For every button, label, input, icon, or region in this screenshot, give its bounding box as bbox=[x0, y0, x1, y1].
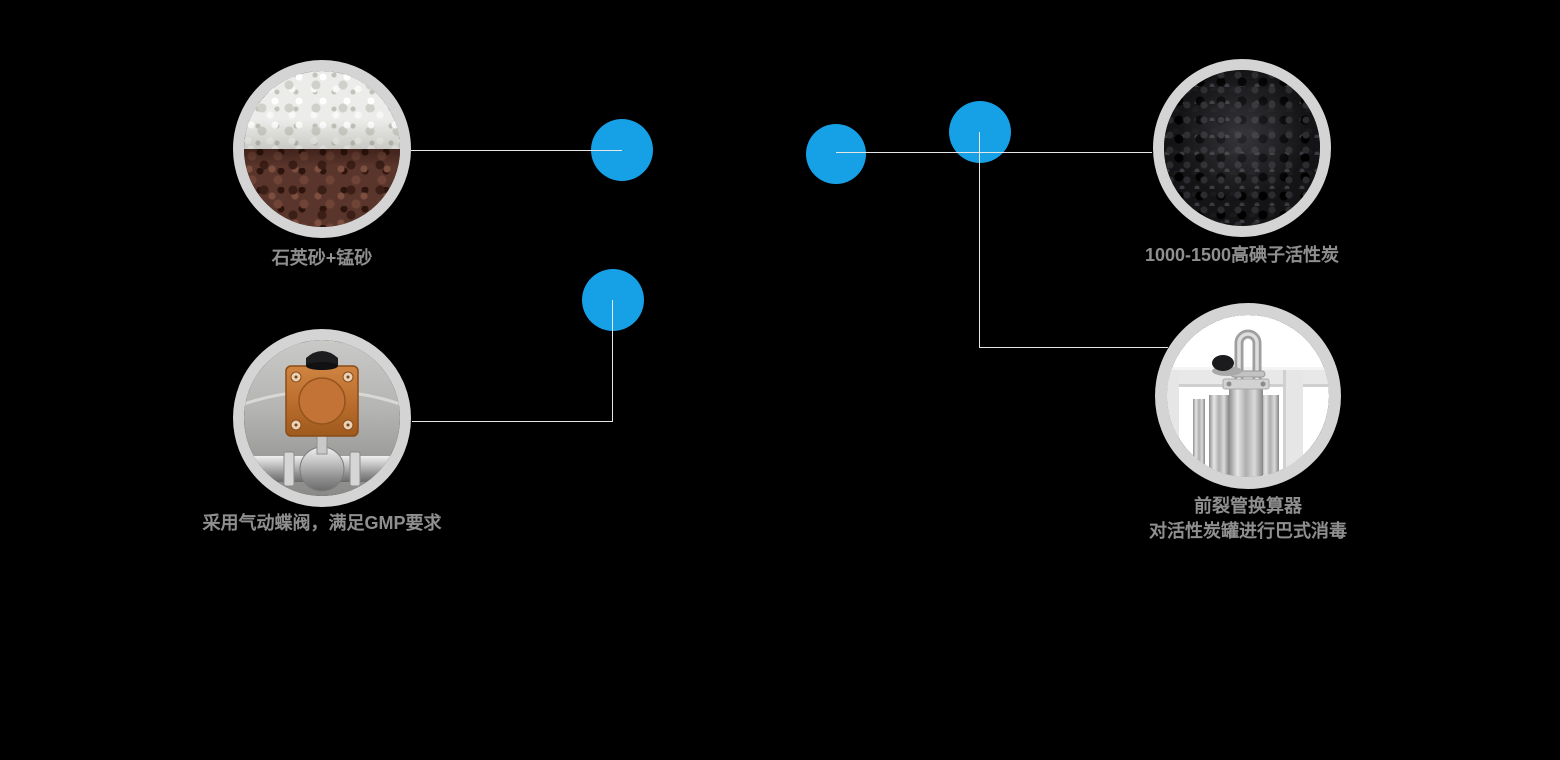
connector-valve-hotspot-vertical bbox=[612, 300, 613, 422]
heat-exchanger-caption: 前裂管换算器 对活性炭罐进行巴式消毒 bbox=[1088, 494, 1408, 544]
heat-exchanger-caption-line1: 前裂管换算器 bbox=[1194, 496, 1302, 516]
pneumatic-valve-illustration bbox=[244, 340, 400, 496]
heat-exchanger-photo bbox=[1167, 315, 1329, 477]
activated-carbon-photo bbox=[1164, 70, 1320, 226]
quartz-sand-half bbox=[244, 71, 400, 149]
valve-photo-circle bbox=[233, 329, 411, 507]
heat-exchanger-photo-circle bbox=[1155, 303, 1341, 489]
sand-photo-circle bbox=[233, 60, 411, 238]
carbon-photo-circle bbox=[1153, 59, 1331, 237]
heat-exchanger-illustration bbox=[1167, 315, 1329, 477]
hotspot-valve[interactable] bbox=[582, 269, 644, 331]
connector-carbon-to-hotspot bbox=[836, 152, 1152, 153]
connector-valve-hotspot-horizontal bbox=[412, 421, 613, 422]
valve-caption: 采用气动蝶阀，满足GMP要求 bbox=[202, 513, 442, 533]
carbon-caption: 1000-1500高碘子活性炭 bbox=[1144, 245, 1340, 265]
quartz-manganese-sand-photo bbox=[244, 71, 400, 227]
sand-caption: 石英砂+锰砂 bbox=[271, 248, 373, 268]
manganese-sand-half bbox=[244, 149, 400, 227]
connector-hx-hotspot-horizontal bbox=[980, 347, 1168, 348]
connector-sand-to-hotspot bbox=[411, 150, 622, 151]
heat-exchanger-caption-line2: 对活性炭罐进行巴式消毒 bbox=[1149, 521, 1347, 541]
connector-hx-hotspot-vertical bbox=[979, 132, 980, 348]
hotspot-carbon[interactable] bbox=[806, 124, 866, 184]
pneumatic-valve-photo bbox=[244, 340, 400, 496]
hotspot-heat-exchanger[interactable] bbox=[949, 101, 1011, 163]
